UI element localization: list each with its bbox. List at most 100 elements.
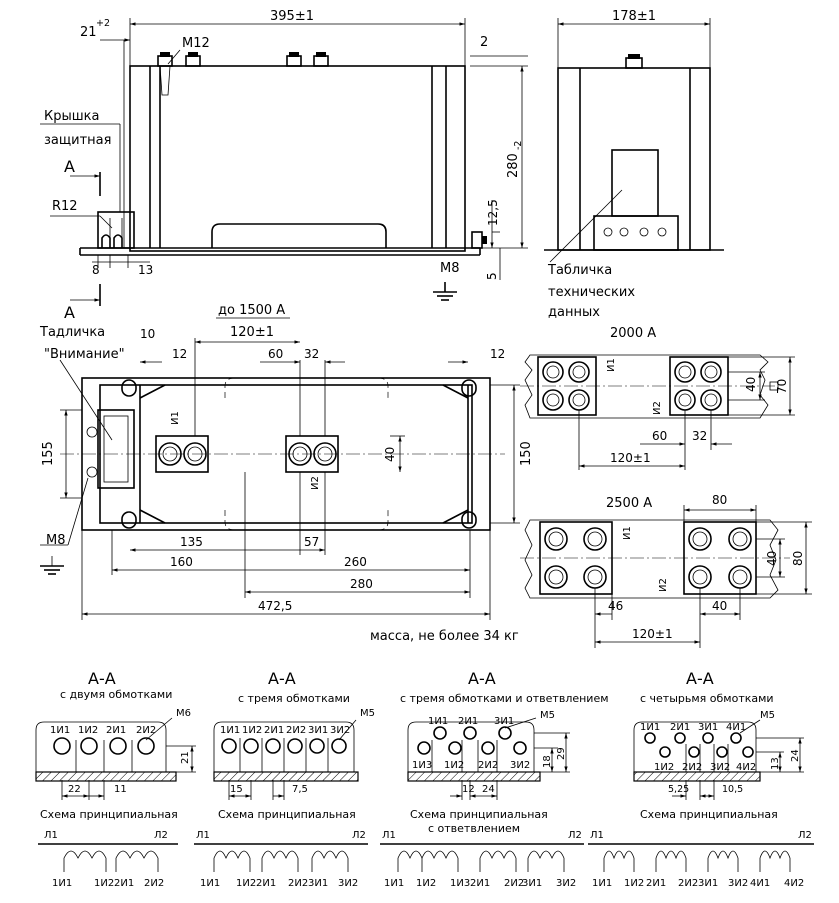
- label-u2-2500: И2: [658, 578, 669, 592]
- label-plate-2: технических: [548, 285, 635, 300]
- terminal-label: 1И2: [78, 725, 98, 736]
- section-title: А-А: [268, 669, 296, 688]
- dim-280: 280: [506, 153, 521, 178]
- label-u1-2000: И1: [606, 358, 617, 372]
- dim-46-2500: 46: [608, 599, 623, 613]
- screw-label: M5: [540, 710, 555, 721]
- terminal-label: 4И2: [736, 762, 756, 773]
- dim-label: 12: [462, 784, 475, 795]
- front-view: [40, 18, 528, 306]
- section-mark-a-bottom: А: [64, 303, 75, 322]
- side-view: [544, 18, 724, 263]
- schema-title: Схема принципиальная: [410, 808, 548, 821]
- terminal-label: 3И2: [330, 725, 350, 736]
- dim-2: 2: [480, 35, 488, 50]
- screw-label: M5: [760, 710, 775, 721]
- terminal-label: 3И1: [698, 722, 718, 733]
- terminal-label: 2И2: [286, 725, 306, 736]
- label-u1-2500: И1: [622, 526, 633, 540]
- dim-178: 178±1: [612, 9, 656, 24]
- coil-terminal: 2И2: [288, 878, 308, 889]
- terminal-label: 1И2: [654, 762, 674, 773]
- line-label-l1: Л1: [196, 830, 210, 841]
- dim-label: 21: [180, 751, 191, 764]
- dim-70-2000: 70: [775, 379, 789, 394]
- dim-280-bottom: 280: [350, 577, 373, 591]
- section-subtitle: с четырьмя обмотками: [640, 692, 774, 705]
- label-m8-front: M8: [440, 261, 460, 276]
- dim-label: 24: [790, 749, 801, 762]
- line-label-l1: Л1: [44, 830, 58, 841]
- label-cover-1: Крышка: [44, 109, 99, 124]
- dim-155: 155: [41, 441, 56, 466]
- label-u1-top: И1: [170, 411, 181, 425]
- coil-terminal: 1И1: [384, 878, 404, 889]
- line-label-l2: Л2: [798, 830, 812, 841]
- dim-12-left: 12: [172, 347, 187, 361]
- terminal-label: 3И1: [494, 716, 514, 727]
- dim-60-2000: 60: [652, 429, 667, 443]
- section-three-windings: А-А с тремя обмотками M5 1И1 1И2 2И1 2И2…: [194, 669, 375, 889]
- dim-40-2500-bottom: 40: [712, 599, 727, 613]
- screw-label: M5: [360, 708, 375, 719]
- side-terminals: [603, 227, 667, 237]
- coil-terminal: 1И2: [416, 878, 436, 889]
- dim-label: 18: [542, 755, 553, 768]
- dim-label: 10,5: [722, 784, 743, 795]
- label-r12: R12: [52, 199, 78, 214]
- dim-label: 22: [68, 784, 81, 795]
- line-label-l2: Л2: [352, 830, 366, 841]
- dim-label: 11: [114, 784, 127, 795]
- schema-subtitle: с ответвлением: [428, 822, 520, 835]
- coil-terminal: 3И2: [556, 878, 576, 889]
- section-title: А-А: [88, 669, 116, 688]
- terminal-label: 2И1: [458, 716, 478, 727]
- dim-57: 57: [304, 535, 319, 549]
- dim-label: 24: [482, 784, 495, 795]
- section-title: А-А: [686, 669, 714, 688]
- dim-21-tolerance: +2: [96, 18, 110, 29]
- dim-label: 29: [556, 747, 567, 760]
- coil-terminal: 3И1: [698, 878, 718, 889]
- top-view: [40, 317, 520, 620]
- dim-160: 160: [170, 555, 193, 569]
- label-warning-plate-2: "Внимание": [44, 347, 125, 362]
- title-2500a: 2500 А: [606, 496, 652, 511]
- terminal-label: 1И2: [444, 760, 464, 771]
- section-title: А-А: [468, 669, 496, 688]
- section-subtitle: с двумя обмотками: [60, 688, 172, 701]
- dim-10: 10: [140, 327, 155, 341]
- dim-12-5: 12,5: [486, 199, 500, 226]
- terminal-row: [644, 732, 754, 758]
- line-label-l2: Л2: [154, 830, 168, 841]
- coil-terminal: 4И1: [750, 878, 770, 889]
- coil-terminal: 1И2: [624, 878, 644, 889]
- dim-260: 260: [344, 555, 367, 569]
- coil-terminal: 2И1: [114, 878, 134, 889]
- dim-40-2000: 40: [744, 377, 758, 392]
- coil-terminal: 1И1: [200, 878, 220, 889]
- terminal-label: 3И2: [710, 762, 730, 773]
- coil-terminal: 2И1: [256, 878, 276, 889]
- dim-60: 60: [268, 347, 283, 361]
- dim-472-5: 472,5: [258, 599, 292, 613]
- coil-terminal: 1И1: [52, 878, 72, 889]
- terminal-label: 3И2: [510, 760, 530, 771]
- dim-13: 13: [138, 263, 153, 277]
- label-cover-2: защитная: [44, 133, 111, 148]
- dim-395: 395±1: [270, 9, 314, 24]
- line-label-l2: Л2: [568, 830, 582, 841]
- variant-2500a: [520, 505, 812, 648]
- dim-label: 7,5: [292, 784, 308, 795]
- label-u2-top: И2: [310, 476, 321, 490]
- line-label-l1: Л1: [382, 830, 396, 841]
- line-label-l1: Л1: [590, 830, 604, 841]
- dim-40-2500-side: 40: [765, 551, 779, 566]
- coil-terminal: 1И2: [94, 878, 114, 889]
- screw-label: M6: [176, 708, 191, 719]
- coil-terminal: 3И1: [522, 878, 542, 889]
- dim-label: 5,25: [668, 784, 689, 795]
- dim-32: 32: [304, 347, 319, 361]
- dim-label: 13: [770, 757, 781, 770]
